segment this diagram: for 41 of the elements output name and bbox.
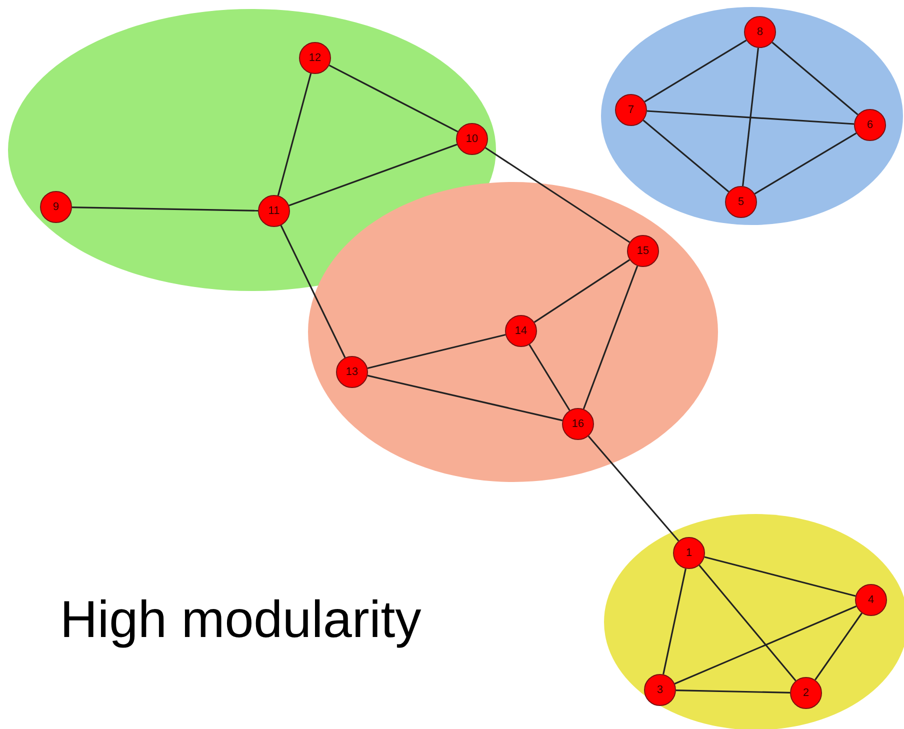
graph-edge bbox=[280, 225, 346, 358]
graph-edge bbox=[642, 120, 730, 192]
graph-node: 7 bbox=[615, 94, 647, 126]
graph-edge bbox=[484, 147, 630, 243]
graph-node: 11 bbox=[258, 195, 290, 227]
graph-node: 1 bbox=[673, 537, 705, 569]
graph-node: 13 bbox=[336, 356, 368, 388]
graph-node: 15 bbox=[627, 235, 659, 267]
graph-node: 3 bbox=[644, 674, 676, 706]
graph-node: 10 bbox=[456, 123, 488, 155]
graph-edge bbox=[772, 42, 858, 116]
graph-node: 5 bbox=[725, 186, 757, 218]
graph-edge bbox=[742, 48, 760, 186]
graph-edge bbox=[277, 73, 312, 196]
graph-edge bbox=[704, 556, 856, 597]
graph-node: 4 bbox=[855, 584, 887, 616]
graph-node: 16 bbox=[562, 408, 594, 440]
graph-edge bbox=[674, 606, 857, 684]
graph-edge bbox=[698, 564, 796, 682]
graph-node: 8 bbox=[744, 16, 776, 48]
graph-edge bbox=[288, 144, 458, 206]
graph-edge bbox=[367, 334, 506, 369]
graph-node: 2 bbox=[790, 677, 822, 709]
graph-edge bbox=[328, 64, 458, 132]
graph-edge bbox=[367, 374, 563, 422]
graph-edge bbox=[662, 568, 686, 675]
graph-node: 6 bbox=[854, 109, 886, 141]
graph-edge bbox=[644, 40, 747, 102]
graph-edge bbox=[646, 110, 854, 125]
graph-edge bbox=[534, 259, 630, 323]
graph-edge bbox=[72, 206, 258, 212]
graph-edge bbox=[754, 132, 857, 194]
graph-edge bbox=[814, 612, 862, 680]
graph-node: 9 bbox=[40, 191, 72, 223]
graph-edge bbox=[588, 436, 680, 542]
graph-node: 12 bbox=[299, 42, 331, 74]
graph-edge bbox=[676, 690, 790, 694]
graph-node: 14 bbox=[505, 315, 537, 347]
diagram-label: High modularity bbox=[60, 590, 422, 650]
graph-edge bbox=[528, 344, 570, 411]
graph-edge bbox=[582, 266, 638, 410]
